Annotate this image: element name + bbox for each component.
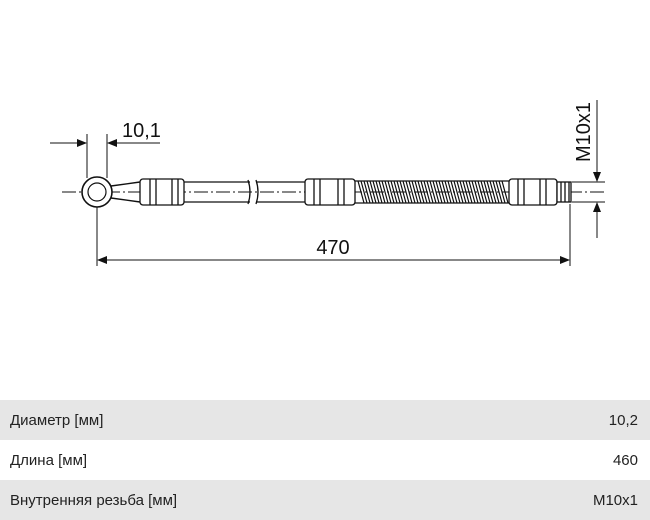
dimension-eye-offset: 10,1 — [50, 120, 161, 178]
spec-value: 460 — [612, 451, 638, 469]
hose-body — [184, 179, 306, 205]
spec-row-thread: Внутренняя резьба [мм] M10x1 — [0, 480, 650, 520]
threaded-end-fitting — [556, 181, 572, 203]
spring-guard — [355, 180, 510, 204]
spec-value: M10x1 — [592, 491, 638, 509]
middle-ferrule — [304, 178, 356, 206]
left-ferrule — [139, 178, 185, 206]
dimension-overall-length: 470 — [96, 204, 571, 266]
dimension-label-eye-offset: 10,1 — [122, 120, 161, 142]
spec-label: Диаметр [мм] — [10, 411, 104, 429]
spec-row-diameter: Диаметр [мм] 10,2 — [0, 400, 650, 440]
spec-value: 10,2 — [608, 411, 638, 429]
spec-label: Внутренняя резьба [мм] — [10, 491, 178, 509]
dimension-label-thread: M10x1 — [573, 102, 595, 162]
brake-hose-drawing: 10,1 470 M10x1 — [50, 100, 605, 266]
spec-row-length: Длина [мм] 460 — [0, 440, 650, 480]
banjo-eye — [81, 176, 141, 208]
right-ferrule — [508, 178, 558, 206]
spec-label: Длина [мм] — [10, 451, 88, 469]
dimension-label-overall-length: 470 — [316, 237, 349, 259]
specs-table: Диаметр [мм] 10,2 Длина [мм] 460 Внутрен… — [0, 400, 650, 520]
dimension-thread: M10x1 — [572, 100, 605, 238]
